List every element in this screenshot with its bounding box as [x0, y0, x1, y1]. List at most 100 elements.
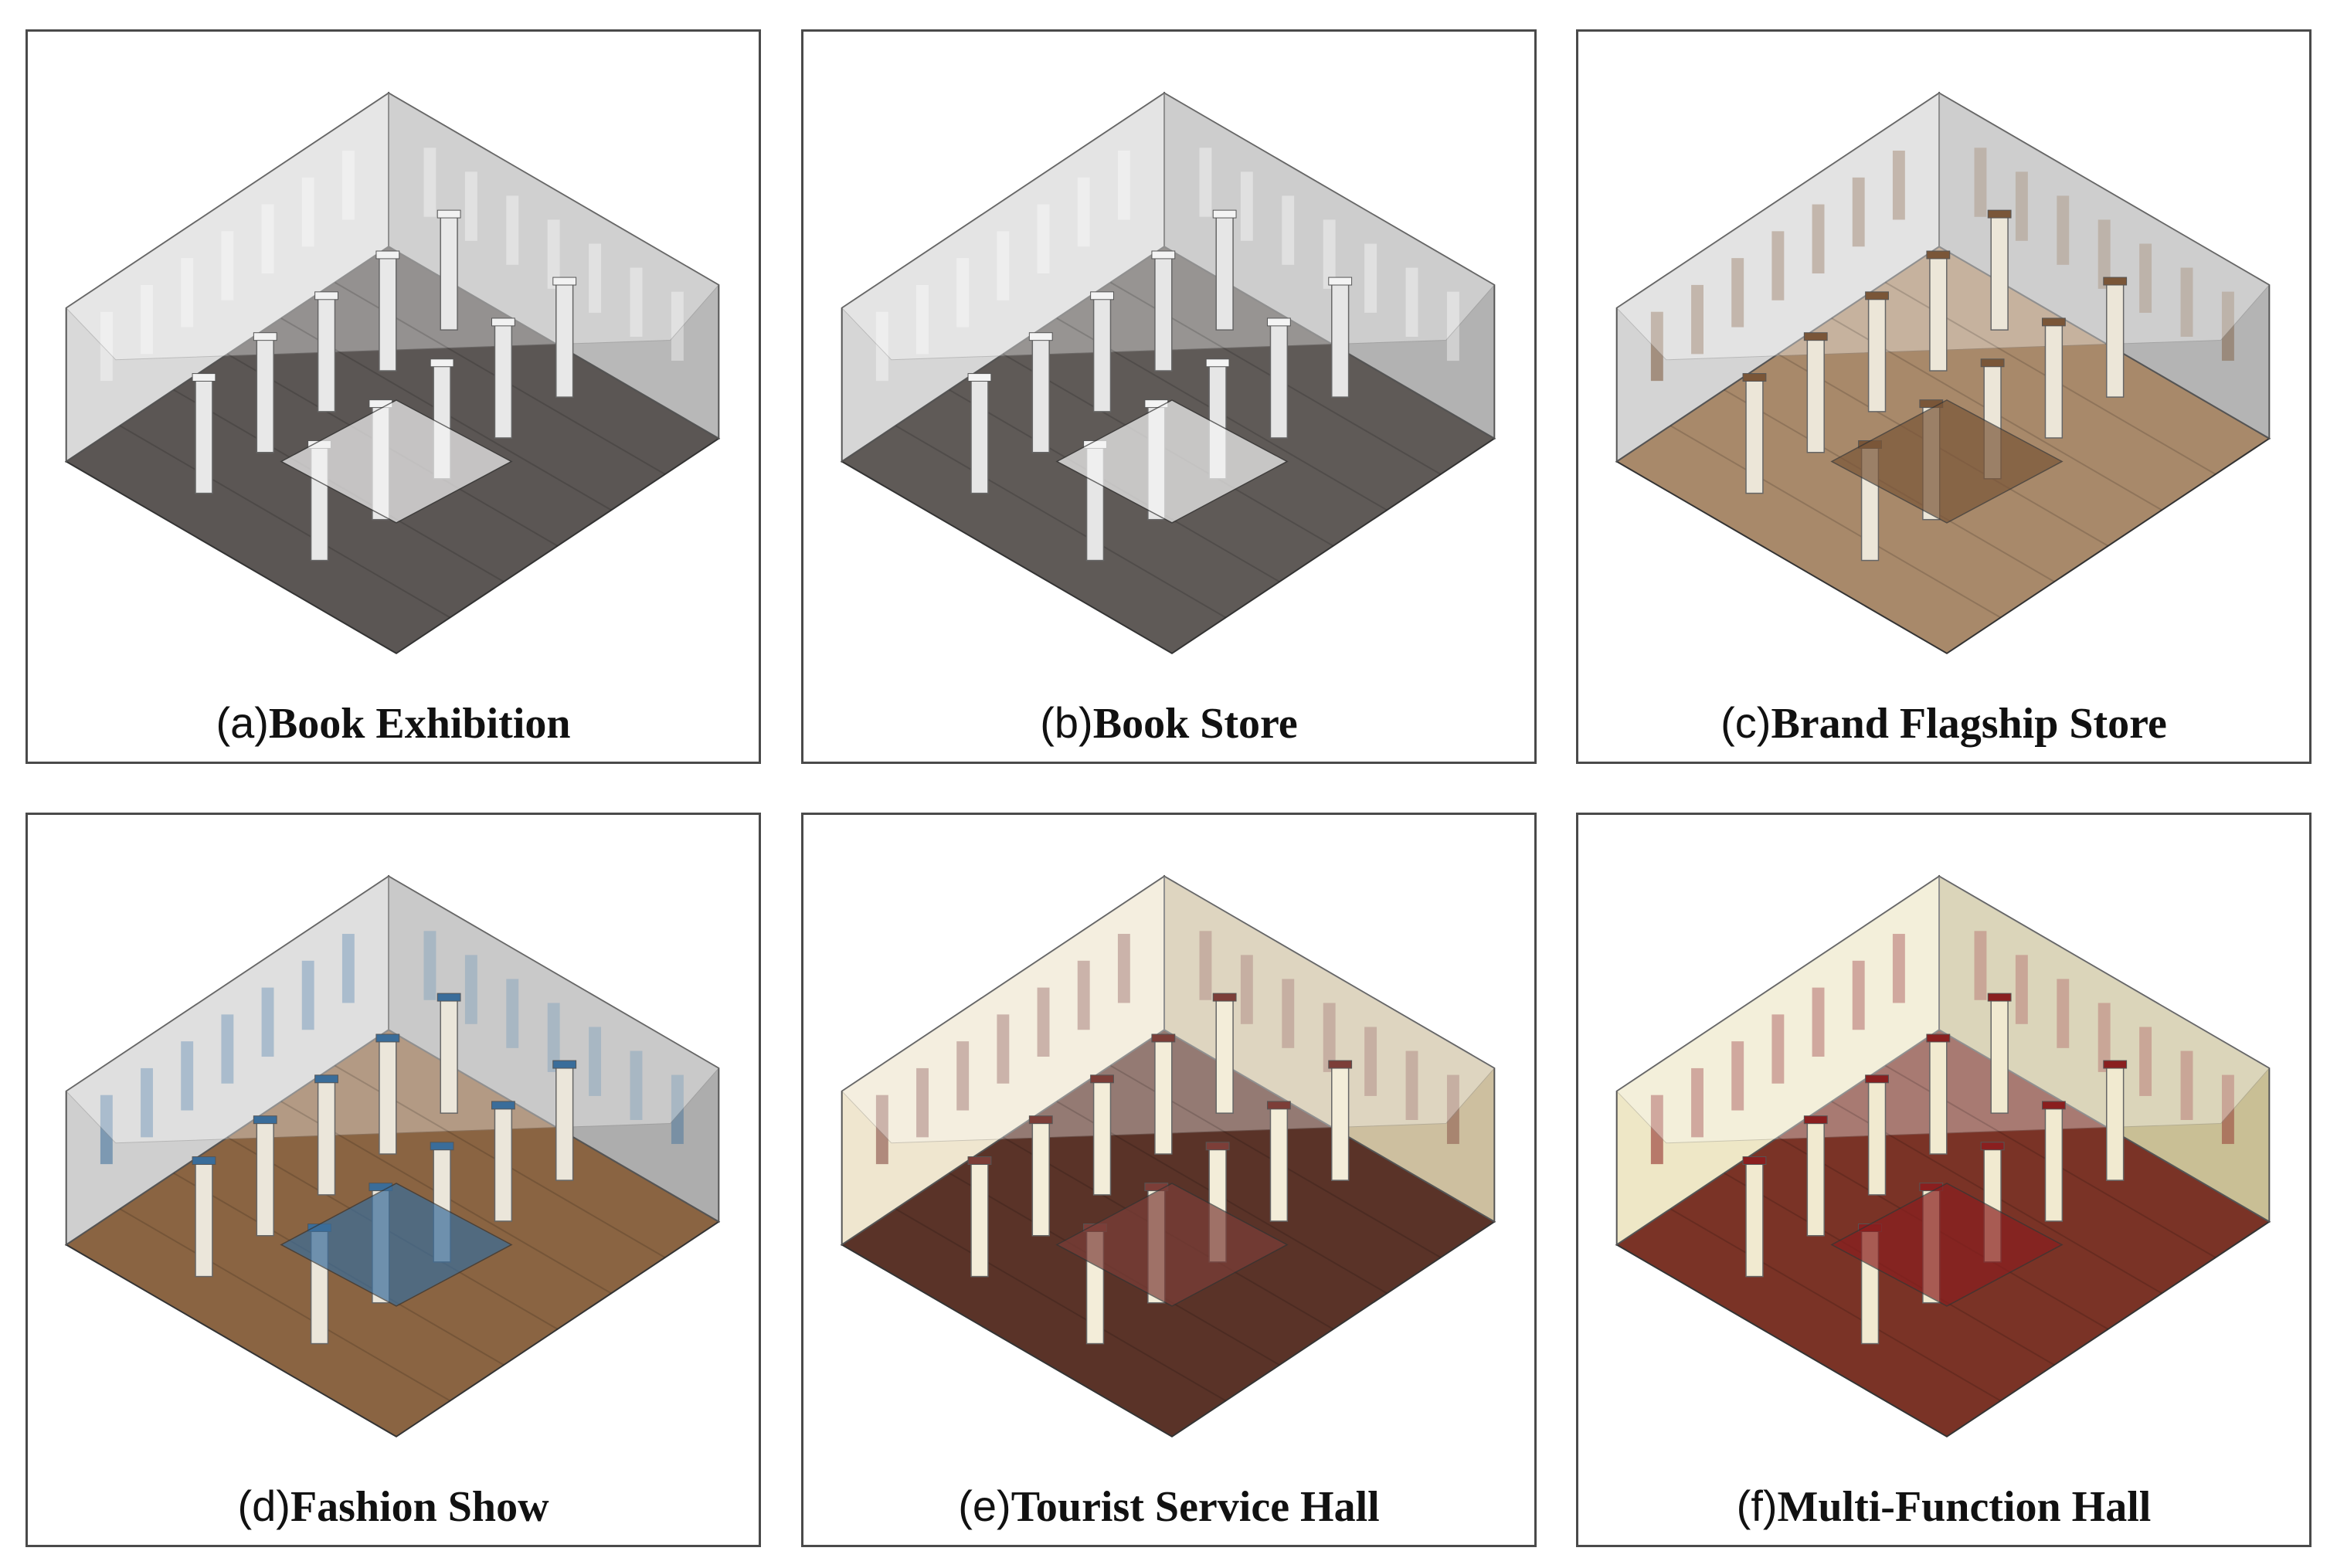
wall-window [2180, 267, 2193, 337]
column-capital [192, 1156, 216, 1166]
wall-window [141, 284, 153, 355]
panel-title: Book Exhibition [268, 700, 571, 748]
column-capital [1987, 993, 2012, 1002]
column-capital [253, 332, 277, 341]
panel-letter: (d) [237, 1481, 290, 1530]
central-feature [1055, 1183, 1289, 1307]
central-feature [280, 399, 513, 524]
wall-window [1323, 1003, 1336, 1072]
column [1990, 997, 2009, 1114]
axonometric-illustration [840, 874, 1496, 1438]
column-capital [1028, 1115, 1053, 1125]
wall-window [181, 1041, 194, 1111]
column-capital [1212, 209, 1237, 219]
wall-window [1771, 1014, 1785, 1084]
wall-window [1077, 177, 1090, 247]
wall-window [916, 284, 929, 355]
column [494, 1105, 513, 1222]
wall-window [1974, 931, 1987, 1000]
wall-window [589, 243, 602, 313]
panel-tourist-service-hall: (e)Tourist Service Hall [801, 813, 1537, 1547]
floor-line [895, 425, 1227, 619]
wall-window [1691, 284, 1703, 355]
column-capital [491, 1101, 515, 1110]
panel-caption: (f)Multi-Function Hall [1578, 1479, 2309, 1534]
floor-line [119, 1208, 451, 1402]
column-capital [253, 1115, 277, 1125]
wall-window [1364, 1027, 1377, 1096]
column-capital [430, 358, 454, 368]
wall-window [181, 258, 194, 328]
wall-window [221, 231, 234, 300]
column-capital [1803, 1115, 1828, 1125]
column-capital [1980, 1142, 2005, 1151]
axonometric-illustration [1615, 91, 2271, 655]
column [2106, 1064, 2125, 1181]
column-capital [436, 993, 461, 1002]
wall-window [997, 1014, 1010, 1084]
wall-window [464, 171, 477, 241]
column-capital [1205, 1142, 1230, 1151]
axonometric-illustration [1615, 874, 2271, 1438]
wall-window [1117, 151, 1130, 220]
panel-caption: (b)Book Store [803, 696, 1534, 751]
panel-fashion-show: (d)Fashion Show [25, 813, 761, 1547]
column [379, 1038, 397, 1155]
wall-window [1852, 960, 1865, 1030]
panel-caption: (e)Tourist Service Hall [803, 1479, 1534, 1534]
column [555, 1064, 574, 1181]
column-capital [1803, 332, 1828, 341]
wall-window [506, 979, 519, 1048]
column [1215, 997, 1234, 1114]
column-capital [375, 250, 400, 260]
wall-window [671, 291, 684, 361]
axonometric-illustration [64, 874, 721, 1438]
central-feature [1055, 399, 1289, 524]
column [1092, 1079, 1112, 1196]
wall-window [547, 219, 560, 289]
axonometric-illustration [840, 91, 1496, 655]
back-wall-right [1163, 91, 1496, 440]
wall-window [100, 1095, 113, 1165]
panel-letter: (c) [1720, 698, 1771, 747]
column [494, 322, 513, 439]
wall-window [1771, 231, 1785, 300]
column-capital [192, 373, 216, 382]
wall-window [2057, 195, 2070, 265]
column-capital [314, 1074, 338, 1084]
wall-window [423, 148, 436, 217]
column-capital [1742, 1156, 1767, 1166]
column-capital [2103, 1060, 2128, 1069]
panel-book-store: (b)Book Store [801, 29, 1537, 764]
column-capital [967, 373, 992, 382]
column [1929, 255, 1948, 372]
column [1990, 214, 2009, 331]
floor-line [895, 1208, 1227, 1402]
panel-title: Fashion Show [290, 1483, 549, 1531]
wall-window [916, 1067, 929, 1138]
column-capital [436, 209, 461, 219]
wall-window [1240, 171, 1253, 241]
column [440, 997, 458, 1114]
wall-window [1364, 243, 1377, 313]
back-wall-right [388, 91, 720, 440]
column-capital [1926, 1033, 1951, 1043]
column [379, 255, 397, 372]
column-capital [552, 277, 577, 286]
wall-window [956, 1041, 970, 1111]
column-capital [1926, 250, 1951, 260]
column-capital [1151, 250, 1176, 260]
panel-caption: (c)Brand Flagship Store [1578, 696, 2309, 751]
column-capital [967, 1156, 992, 1166]
column-capital [1328, 277, 1353, 286]
wall-window [2098, 219, 2111, 289]
wall-window [301, 177, 314, 247]
column [256, 336, 274, 453]
column [1092, 296, 1112, 412]
column-capital [1028, 332, 1053, 341]
column-capital [2041, 1101, 2066, 1110]
column [1031, 1119, 1050, 1237]
column [970, 1160, 989, 1278]
panel-title: Book Store [1092, 700, 1298, 748]
column [1867, 296, 1887, 412]
